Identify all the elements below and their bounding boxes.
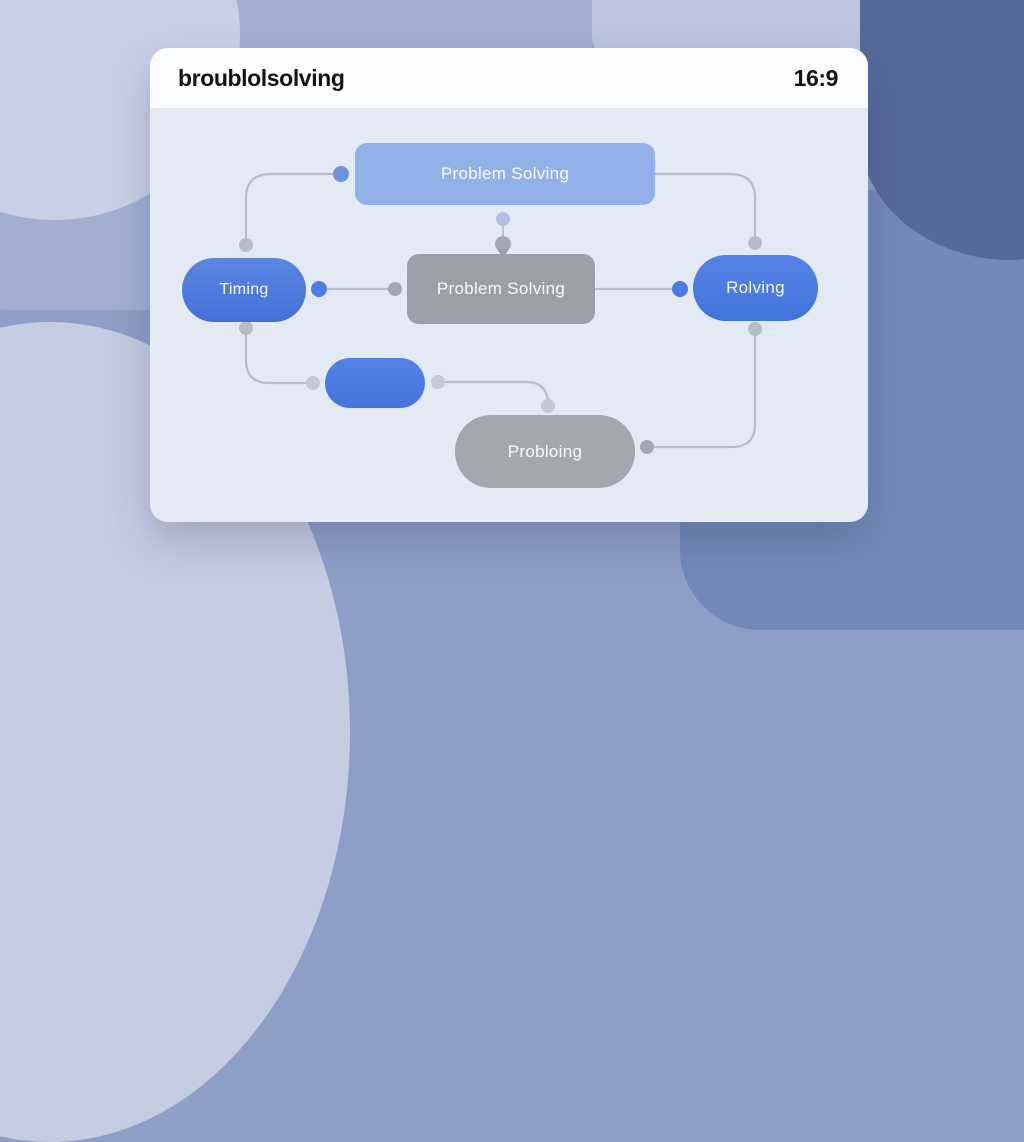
connection-dot[interactable] — [239, 321, 253, 335]
bg-shape-right-dark — [860, 0, 1024, 260]
connector-left-to-small — [244, 326, 315, 385]
connection-dot[interactable] — [541, 399, 555, 413]
node-unlabeled[interactable] — [325, 358, 425, 408]
node-label: Rolving — [726, 278, 785, 297]
connector-right-to-bottom — [645, 327, 757, 449]
card-title: broublolsolving — [178, 64, 345, 91]
aspect-ratio-label: 16:9 — [793, 64, 839, 91]
connector-top-to-left — [244, 172, 343, 247]
connection-dot[interactable] — [495, 236, 511, 252]
connection-dot[interactable] — [640, 440, 654, 454]
connection-dot[interactable] — [239, 238, 253, 252]
connection-dot[interactable] — [496, 212, 510, 226]
card-header: broublolsolving 16:9 — [150, 48, 868, 108]
connection-dot[interactable] — [306, 376, 320, 390]
connector-layer — [239, 166, 762, 454]
node-problem-solving-center[interactable]: Problem Solving — [407, 254, 595, 324]
arrow-down-icon — [497, 249, 509, 258]
connection-dot[interactable] — [672, 281, 688, 297]
connection-dot[interactable] — [311, 281, 327, 297]
connection-dot[interactable] — [748, 322, 762, 336]
node-timing[interactable]: Timing — [182, 258, 306, 322]
node-label: Problem Solving — [436, 279, 566, 298]
connection-dot[interactable] — [431, 375, 445, 389]
connection-dot[interactable] — [748, 236, 762, 250]
connector-top-to-right — [653, 172, 757, 245]
slide-card: broublolsolving 16:9 Problem Solving Pro… — [150, 48, 868, 522]
connection-dot[interactable] — [333, 166, 349, 182]
connection-dot[interactable] — [388, 282, 402, 296]
node-label: Problem Solving — [440, 164, 570, 183]
node-label: Probloing — [507, 441, 583, 461]
node-probloing[interactable]: Probloing — [455, 415, 635, 488]
connector-small-to-bottom — [444, 380, 550, 408]
node-problem-solving-top[interactable]: Problem Solving — [355, 143, 655, 205]
node-label: Timing — [219, 281, 269, 298]
node-rolving[interactable]: Rolving — [693, 255, 818, 321]
